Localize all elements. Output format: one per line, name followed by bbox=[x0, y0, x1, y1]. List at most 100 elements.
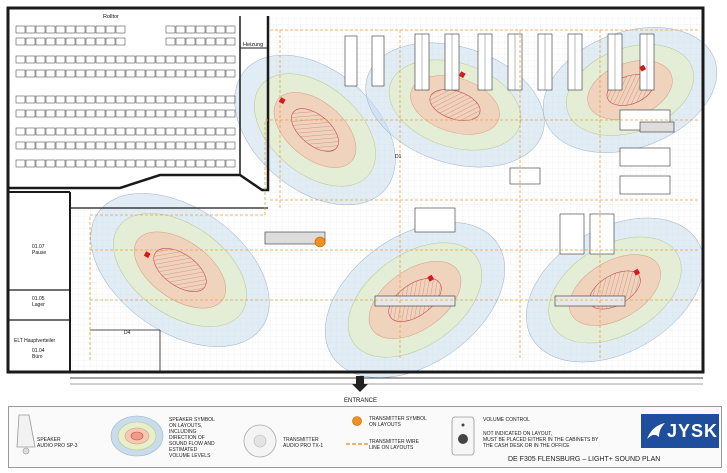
pallet-slot bbox=[85, 69, 96, 78]
pallet-slot bbox=[165, 25, 176, 34]
pallet-slot bbox=[65, 95, 76, 104]
tx-symbol-legend-line2: ON LAYOUTS bbox=[369, 422, 401, 428]
pallet-slot bbox=[105, 69, 116, 78]
pallet-slot bbox=[115, 127, 126, 136]
pallet-slot bbox=[55, 95, 66, 104]
pallet-slot bbox=[35, 69, 46, 78]
pallet-slot bbox=[155, 55, 166, 64]
pallet-slot bbox=[35, 37, 46, 46]
pallet-slot bbox=[15, 159, 26, 168]
pallet-slot bbox=[175, 25, 186, 34]
pallet-slot bbox=[35, 127, 46, 136]
pallet-slot bbox=[205, 127, 216, 136]
pallet-slot bbox=[125, 141, 136, 150]
pallet-slot bbox=[75, 109, 86, 118]
sound-zone-symbol-icon bbox=[110, 415, 164, 457]
pallet-slot bbox=[175, 109, 186, 118]
pallet-slot bbox=[145, 69, 156, 78]
pallet-slot bbox=[175, 55, 186, 64]
pallet-slot bbox=[45, 95, 56, 104]
pallet-slot bbox=[135, 95, 146, 104]
pallet-slot bbox=[25, 69, 36, 78]
drawing-title: DE F305 FLENSBURG – LIGHT+ SOUND PLAN bbox=[508, 456, 661, 463]
pallet-slot bbox=[225, 141, 236, 150]
pallet-slot bbox=[215, 127, 226, 136]
bird-logo-icon bbox=[647, 423, 665, 439]
pallet-slot bbox=[65, 159, 76, 168]
pallet-slot bbox=[135, 69, 146, 78]
pallet-slot bbox=[115, 109, 126, 118]
pallet-slot bbox=[45, 37, 56, 46]
pallet-slot bbox=[155, 159, 166, 168]
pallet-slot bbox=[135, 141, 146, 150]
room-label-storage: Lager bbox=[32, 302, 45, 308]
pallet-slot bbox=[175, 37, 186, 46]
speaker-legend-line1: SPEAKER bbox=[37, 437, 61, 443]
pallet-slot bbox=[15, 37, 26, 46]
pallet-slot bbox=[25, 127, 36, 136]
pallet-slot bbox=[75, 25, 86, 34]
zone-label-d4: D4 bbox=[124, 330, 131, 336]
pallet-slot bbox=[85, 95, 96, 104]
pallet-slot bbox=[195, 25, 206, 34]
pallet-slot bbox=[55, 37, 66, 46]
entrance-label: ENTRANCE bbox=[344, 398, 377, 404]
pallet-slot bbox=[185, 95, 196, 104]
pallet-slot bbox=[85, 127, 96, 136]
pallet-slot bbox=[215, 109, 226, 118]
tx-symbol-legend-line1: TRANSMITTER SYMBOL bbox=[369, 416, 427, 422]
room-label-break: Pause bbox=[32, 250, 46, 256]
pallet-slot bbox=[205, 159, 216, 168]
pallet-slot bbox=[225, 127, 236, 136]
transmitter-symbol bbox=[314, 236, 326, 248]
pallet-slot bbox=[75, 159, 86, 168]
pallet-slot bbox=[185, 25, 196, 34]
pallet-slot bbox=[25, 159, 36, 168]
pallet-slot bbox=[195, 127, 206, 136]
pallet-slot bbox=[45, 109, 56, 118]
pallet-slot bbox=[45, 25, 56, 34]
pallet-slot bbox=[15, 95, 26, 104]
pallet-slot bbox=[95, 37, 106, 46]
pallet-slot bbox=[115, 141, 126, 150]
pallet-slot bbox=[65, 141, 76, 150]
pallet-slot bbox=[145, 95, 156, 104]
pallet-slot bbox=[225, 109, 236, 118]
pallet-slot bbox=[35, 109, 46, 118]
pallet-slot bbox=[205, 69, 216, 78]
pallet-slot bbox=[25, 37, 36, 46]
pallet-slot bbox=[45, 159, 56, 168]
pallet-slot bbox=[205, 109, 216, 118]
pallet-slot bbox=[145, 159, 156, 168]
pallet-slot bbox=[55, 127, 66, 136]
pallet-slot bbox=[95, 159, 106, 168]
pallet-slot bbox=[15, 127, 26, 136]
pallet-slot bbox=[85, 25, 96, 34]
pallet-slot bbox=[165, 37, 176, 46]
sound-zone-bottom-left bbox=[90, 193, 270, 347]
pallet-slot bbox=[205, 141, 216, 150]
pallet-slot bbox=[155, 127, 166, 136]
pallet-slot bbox=[195, 95, 206, 104]
pallet-slot bbox=[215, 159, 226, 168]
pallet-slot bbox=[195, 55, 206, 64]
pallet-slot bbox=[35, 25, 46, 34]
pallet-slot bbox=[195, 69, 206, 78]
legend-panel: SPEAKER AUDIO PRO SP-3 SPEAKER SYMBOL ON… bbox=[8, 406, 722, 468]
pallet-slot bbox=[75, 95, 86, 104]
pallet-slot bbox=[185, 127, 196, 136]
pallet-slot bbox=[225, 25, 236, 34]
pallet-slot bbox=[95, 69, 106, 78]
pallet-slot bbox=[195, 159, 206, 168]
pallet-slot bbox=[55, 25, 66, 34]
room-number-break: 01.07 bbox=[32, 244, 45, 250]
pallet-slot bbox=[105, 109, 116, 118]
pallet-slot bbox=[195, 109, 206, 118]
room-number-storage: 01.05 bbox=[32, 296, 45, 302]
pallet-slot bbox=[145, 127, 156, 136]
pallet-slot bbox=[205, 55, 216, 64]
volume-legend-title: VOLUME CONTROL bbox=[483, 417, 530, 423]
pallet-slot bbox=[145, 141, 156, 150]
pallet-slot bbox=[95, 127, 106, 136]
